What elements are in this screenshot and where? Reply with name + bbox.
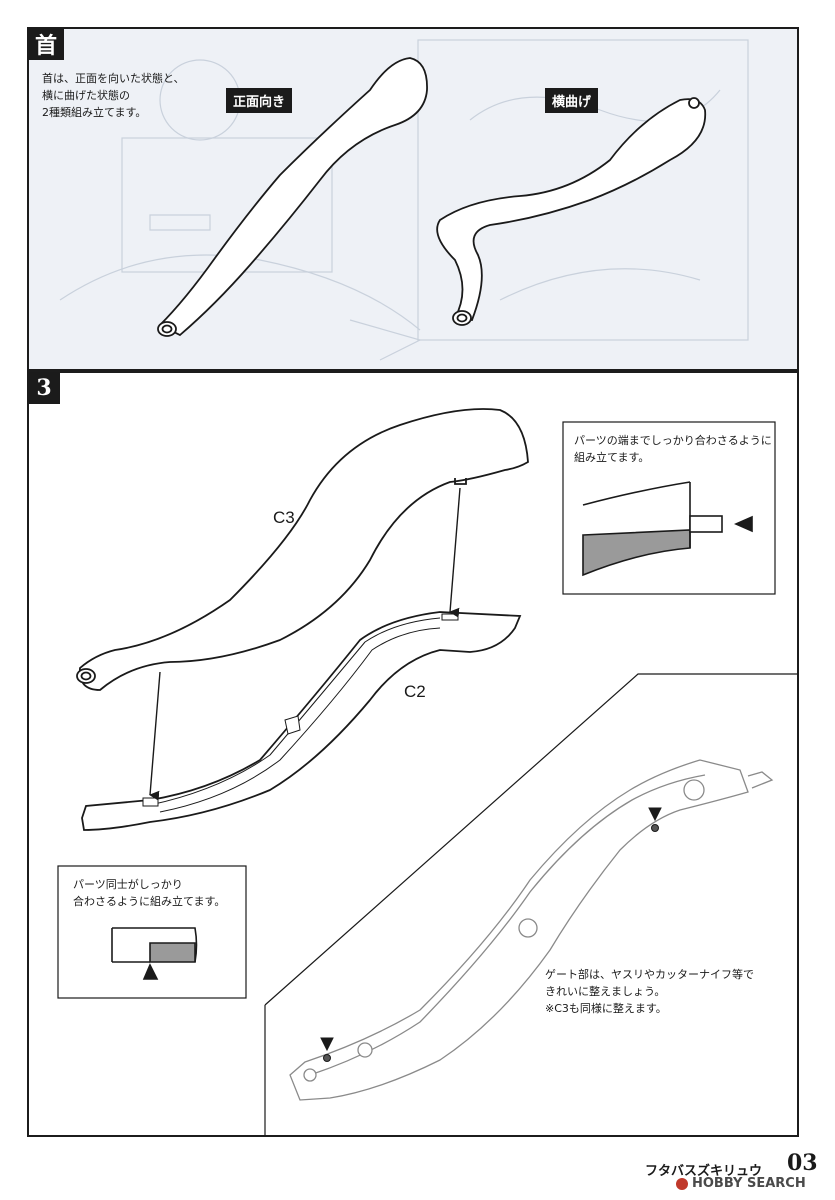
gate-area-divider [264,673,798,1006]
gate-processing-note: ゲート部は、ヤスリやカッターナイフ等で きれいに整えましょう。 ※C3も同様に整… [545,968,754,1015]
neck-section-badge: 首 [28,28,64,60]
gate-markers [320,807,662,1062]
edge-alignment-note: パーツの端までしっかり合わさるように 組み立てます。 [574,434,772,464]
part-c3-drawing [78,408,529,691]
part-alignment-note: パーツ同士がしっかり 合わさるように組み立てます。 [73,878,226,908]
part-label-c3: C3 [273,508,295,527]
watermark-text: HOBBY SEARCH [692,1176,806,1191]
step3-section-panel [27,371,799,1137]
assembly-arrow-left [149,671,161,801]
front-facing-label: 正面向き [226,88,293,113]
watermark-logo-icon [676,1177,688,1190]
side-bent-label: 横曲げ [545,88,599,113]
part-label-c2: C2 [404,682,426,701]
part-c2-drawing [81,611,522,831]
assembly-arrow-right [449,487,461,618]
page-number: 03 [787,1150,818,1176]
neck-front-part [158,57,428,337]
step3-badge: 3 [28,372,60,404]
neck-assembly-note: 首は、正面を向いた状態と、 横に曲げた状態の 2種類組み立てます。 [42,72,185,119]
hobby-search-watermark: HOBBY SEARCH [676,1176,806,1191]
footer-title: フタバスズキリュウ [645,1164,763,1179]
